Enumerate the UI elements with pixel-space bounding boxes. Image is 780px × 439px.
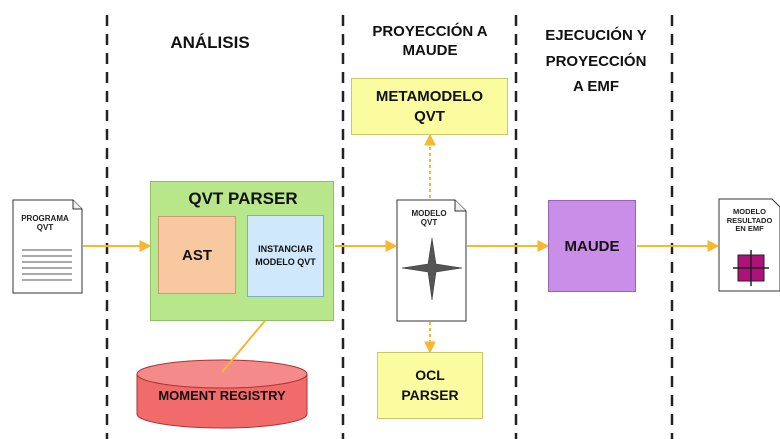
modelo-resultado-label: MODELO RESULTADO EN EMF xyxy=(719,207,780,234)
maude-label: MAUDE xyxy=(564,237,620,255)
ocl-parser-line-2: PARSER xyxy=(401,386,459,403)
modelo-qvt-line-2: QVT xyxy=(420,218,438,228)
metamodelo-line-1: METAMODELO xyxy=(375,88,484,105)
maude-box: MAUDE xyxy=(548,200,636,292)
programa-qvt-label: PROGRAMA QVT xyxy=(14,214,76,232)
instanciar-line-2: MODELO QVT xyxy=(255,257,316,267)
programa-qvt-line-1: PROGRAMA xyxy=(21,214,69,223)
ast-label: AST xyxy=(182,246,212,264)
qvt-parser-box: QVT PARSER xyxy=(150,181,334,321)
instanciar-line-1: INSTANCIAR xyxy=(258,243,313,254)
moment-registry-cylinder xyxy=(136,359,308,429)
modelo-resultado-line-3: EN EMF xyxy=(735,224,764,234)
ast-box: AST xyxy=(158,216,236,294)
phase-execution-emf-title: EJECUCIÓN Y PROYECCIÓN A EMF xyxy=(526,23,666,100)
phase-execution-line-3: A EMF xyxy=(572,78,620,95)
programa-qvt-document xyxy=(12,199,83,294)
modelo-qvt-line-1: MODELO xyxy=(411,209,447,218)
phase-projection-maude-title: PROYECCIÓN A MAUDE xyxy=(350,23,510,61)
instanciar-modelo-box: INSTANCIAR MODELO QVT xyxy=(247,215,324,297)
phase-execution-line-2: PROYECCIÓN xyxy=(545,52,647,70)
star-icon xyxy=(401,237,463,301)
phase-execution-line-1: EJECUCIÓN Y xyxy=(545,27,647,44)
modelo-qvt-label: MODELO QVT xyxy=(398,209,460,227)
phase-analysis-title: ANÁLISIS xyxy=(170,33,250,52)
metamodelo-qvt-box: METAMODELO QVT xyxy=(351,78,508,135)
programa-qvt-line-2: QVT xyxy=(36,223,54,233)
phase-projection-line-1: PROYECCIÓN A xyxy=(372,23,488,40)
phase-projection-line-2: MAUDE xyxy=(402,41,458,59)
modelo-resultado-line-1: MODELO xyxy=(733,207,766,216)
metamodelo-line-2: QVT xyxy=(414,107,445,125)
modelo-resultado-line-2: RESULTADO xyxy=(726,215,773,225)
ocl-parser-box: OCL PARSER xyxy=(377,352,483,419)
moment-registry-label: MOMENT REGISTRY xyxy=(158,388,286,403)
modelo-qvt-document xyxy=(396,199,467,322)
modelo-resultado-document xyxy=(718,198,780,292)
ocl-parser-line-1: OCL xyxy=(415,366,445,383)
qvt-parser-title: QVT PARSER xyxy=(188,189,298,208)
